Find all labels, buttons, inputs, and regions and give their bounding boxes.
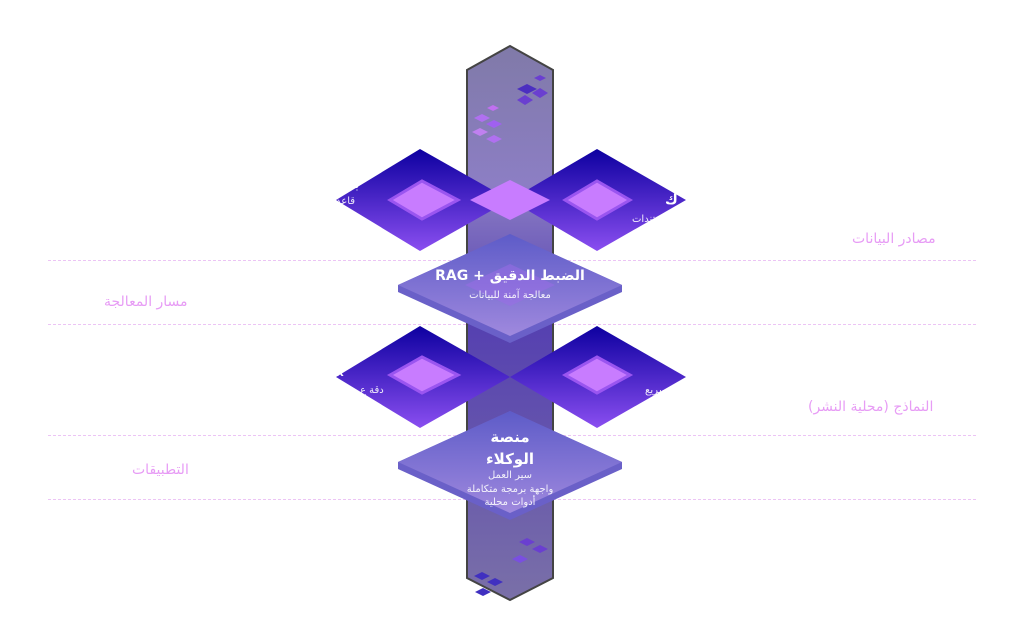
top-right-title: ك [665,192,678,208]
agents-line: أدوات محلية [484,497,536,508]
top-left-sub: قاعد [336,196,356,207]
layer-label-processing: مسار المعالجة [104,294,188,310]
mid-left-title: X [336,368,344,379]
rag-sub: معالجة آمنة للبيانات [469,290,551,301]
diamond-agents [398,411,622,520]
diamond-mid-right [510,326,686,428]
diamond-mid-left [336,326,510,428]
top-right-sub: تندات [632,214,656,225]
diamond-top-right [510,149,686,251]
rag-title: الضبط الدقيق + RAG [435,268,585,284]
agents-title-2: الوكلاء [486,450,534,468]
layer-label-applications: التطبيقات [132,462,189,478]
mid-left-sub: دقة ع [360,385,384,396]
diamond-top-left [336,149,510,251]
agents-line: سير العمل [487,470,533,481]
center-top-diamond [470,180,550,220]
top-left-title: بي [340,176,360,192]
agents-line: واجهة برمجة متكاملة [466,484,554,495]
mid-right-sub: سريع [645,385,668,396]
layer-label-data-sources: مصادر البيانات [852,231,936,247]
layer-label-models: النماذج (محلية النشر) [808,399,934,415]
agents-title-1: منصة [490,428,530,446]
diamond-rag [398,234,622,343]
